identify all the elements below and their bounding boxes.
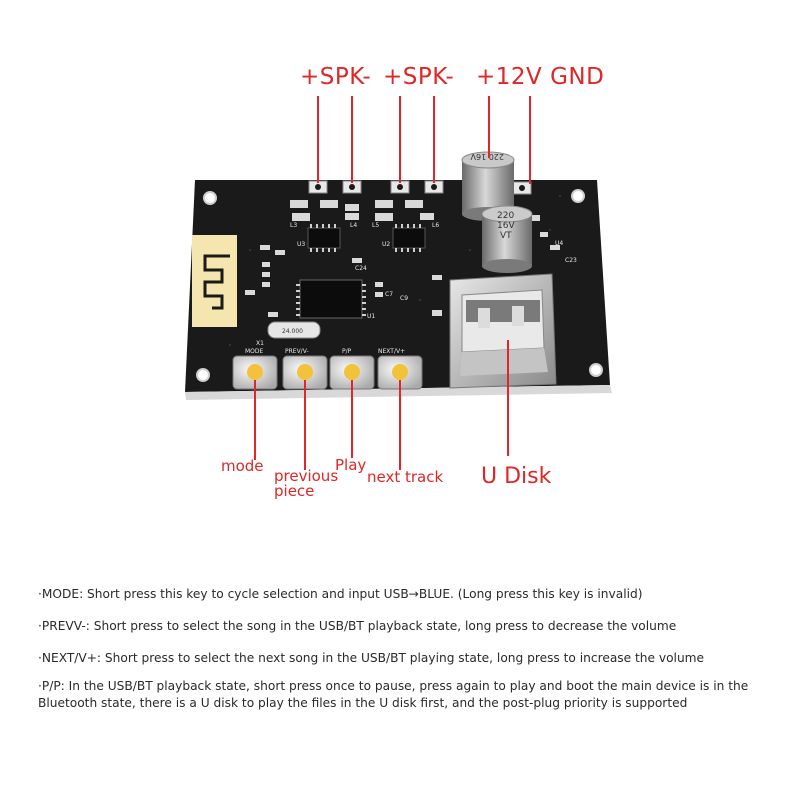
silk-c23: C23 bbox=[565, 257, 577, 264]
silkscreen-labels: MODE PREV/V- P/P NEXT/V+ L3 L4 L5 L6 U1 … bbox=[245, 222, 577, 355]
svg-text:220 16V: 220 16V bbox=[470, 152, 504, 161]
silk-u2: U2 bbox=[382, 241, 390, 248]
callout-next-track: next track bbox=[367, 468, 444, 486]
silk-c7: C7 bbox=[385, 291, 393, 298]
bluetooth-antenna bbox=[192, 235, 237, 327]
callout-play: Play bbox=[335, 456, 367, 474]
callout-spk-2: +SPK- bbox=[383, 64, 455, 90]
silk-next: NEXT/V+ bbox=[378, 348, 405, 355]
mounting-holes bbox=[196, 189, 603, 382]
callout-udisk: U Disk bbox=[481, 464, 552, 489]
silk-u1: U1 bbox=[367, 313, 375, 320]
silk-play: P/P bbox=[342, 348, 352, 355]
callout-previous: previous piece bbox=[274, 469, 338, 499]
svg-text:220: 220 bbox=[497, 211, 514, 221]
silk-c24: C24 bbox=[355, 265, 367, 272]
capacitor-2: 220 16V VT bbox=[481, 205, 533, 273]
silk-prev: PREV/V- bbox=[285, 348, 309, 355]
main-chip bbox=[296, 279, 366, 319]
svg-text:16V: 16V bbox=[497, 221, 515, 231]
crystal-oscillator: 24.000 bbox=[267, 321, 321, 339]
button-prev bbox=[282, 355, 328, 390]
callout-power: +12V GND bbox=[476, 64, 605, 90]
callout-previous-line2: piece bbox=[274, 482, 315, 500]
terminal-pads bbox=[308, 180, 532, 195]
tactile-buttons bbox=[232, 355, 423, 390]
button-play bbox=[329, 355, 375, 390]
svg-text:VT: VT bbox=[500, 231, 512, 241]
silk-l4: L4 bbox=[350, 222, 357, 229]
silk-l3: L3 bbox=[290, 222, 297, 229]
silk-x1: X1 bbox=[256, 340, 264, 347]
amplifier-chips bbox=[307, 224, 426, 252]
silk-c9: C9 bbox=[400, 295, 408, 302]
description-next: ·NEXT/V+: Short press to select the next… bbox=[38, 651, 705, 665]
pcb-board-illustration: 24.000 220 16V 220 16V VT bbox=[185, 96, 612, 470]
silk-u4: U4 bbox=[555, 240, 563, 247]
usb-port bbox=[449, 273, 557, 389]
silk-l6: L6 bbox=[432, 222, 439, 229]
callout-mode: mode bbox=[221, 457, 264, 475]
silk-u3: U3 bbox=[297, 241, 305, 248]
silk-l5: L5 bbox=[372, 222, 379, 229]
button-next bbox=[377, 355, 423, 390]
callout-previous-line1: previous bbox=[274, 467, 339, 485]
callout-spk-1: +SPK- bbox=[300, 64, 372, 90]
crystal-label: 24.000 bbox=[282, 328, 303, 335]
description-mode: ·MODE: Short press this key to cycle sel… bbox=[38, 587, 643, 601]
description-play-pause: ·P/P: In the USB/BT playback state, shor… bbox=[38, 679, 749, 710]
smd-components bbox=[245, 200, 560, 317]
silk-mode: MODE bbox=[245, 348, 264, 355]
callout-leader-lines bbox=[254, 96, 531, 470]
description-prev: ·PREVV-: Short press to select the song … bbox=[38, 619, 677, 633]
